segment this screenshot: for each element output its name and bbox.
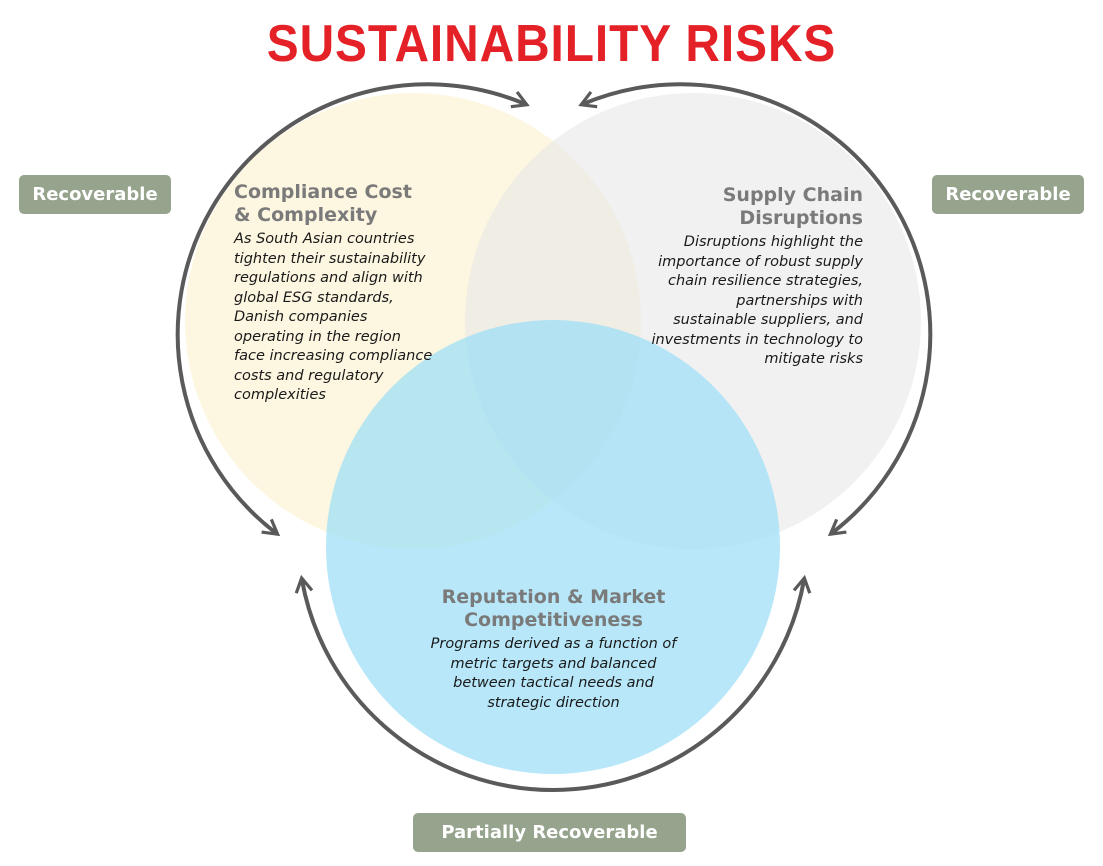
page-title: SUSTAINABILITY RISKS: [266, 15, 837, 73]
recoverable-badge-left: Recoverable: [19, 175, 171, 214]
supply-chain-text: Supply Chain Disruptions Disruptions hig…: [650, 184, 863, 370]
reputation-heading: Reputation & Market Competitiveness: [441, 586, 666, 631]
compliance-text: Compliance Cost & Complexity As South As…: [234, 181, 434, 406]
bottom-cycle-arrow: [294, 574, 812, 793]
reputation-text: Reputation & Market Competitiveness Prog…: [425, 586, 682, 713]
reputation-body: Programs derived as a function of metric…: [430, 636, 677, 711]
left-cycle-arrow: [175, 82, 530, 537]
supply-chain-body: Disruptions highlight the importance of …: [651, 234, 863, 367]
compliance-heading: Compliance Cost & Complexity: [234, 181, 412, 226]
partially-recoverable-badge: Partially Recoverable: [413, 813, 686, 852]
supply-chain-heading: Supply Chain Disruptions: [722, 184, 863, 229]
compliance-body: As South Asian countries tighten their s…: [234, 231, 433, 403]
recoverable-badge-right: Recoverable: [932, 175, 1084, 214]
right-cycle-arrow: [578, 82, 933, 537]
